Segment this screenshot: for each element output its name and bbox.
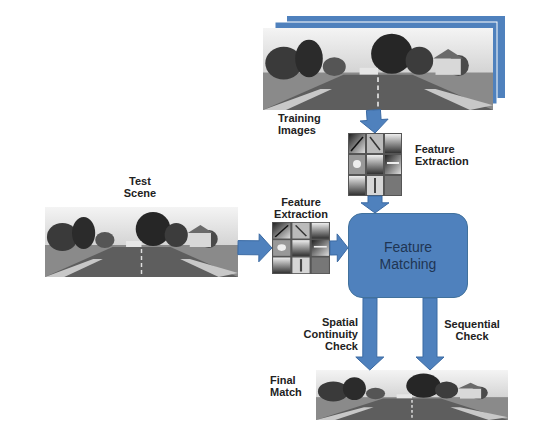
block-arrow bbox=[361, 196, 389, 213]
process-box: Feature Matching bbox=[348, 213, 468, 298]
block-arrow bbox=[330, 234, 348, 262]
block-arrow bbox=[356, 298, 384, 370]
feature-node: Feature Extraction bbox=[348, 133, 402, 196]
image-node: Test Scene bbox=[45, 207, 238, 277]
test-scene-image bbox=[45, 207, 238, 277]
block-arrow bbox=[416, 298, 444, 370]
feature-grid bbox=[272, 222, 330, 274]
training-image bbox=[263, 28, 493, 110]
node-label: Training Images bbox=[278, 112, 338, 136]
block-arrow bbox=[238, 234, 272, 262]
edge-label: Sequential Check bbox=[440, 318, 504, 342]
edge-label: Spatial Continuity Check bbox=[296, 316, 358, 352]
node-label: Test Scene bbox=[118, 175, 162, 199]
feature-grid bbox=[348, 133, 402, 196]
image-node: Final Match bbox=[316, 370, 508, 420]
node-label: Feature Extraction bbox=[415, 143, 477, 167]
feature-node: Feature Extraction bbox=[272, 222, 330, 274]
node-label: Feature Extraction bbox=[270, 196, 332, 220]
block-arrow bbox=[360, 110, 388, 134]
box-label: Feature Matching bbox=[373, 239, 443, 273]
image-node: Training Images bbox=[263, 28, 493, 110]
final-match-image bbox=[316, 370, 508, 420]
node-label: Final Match bbox=[270, 374, 312, 398]
